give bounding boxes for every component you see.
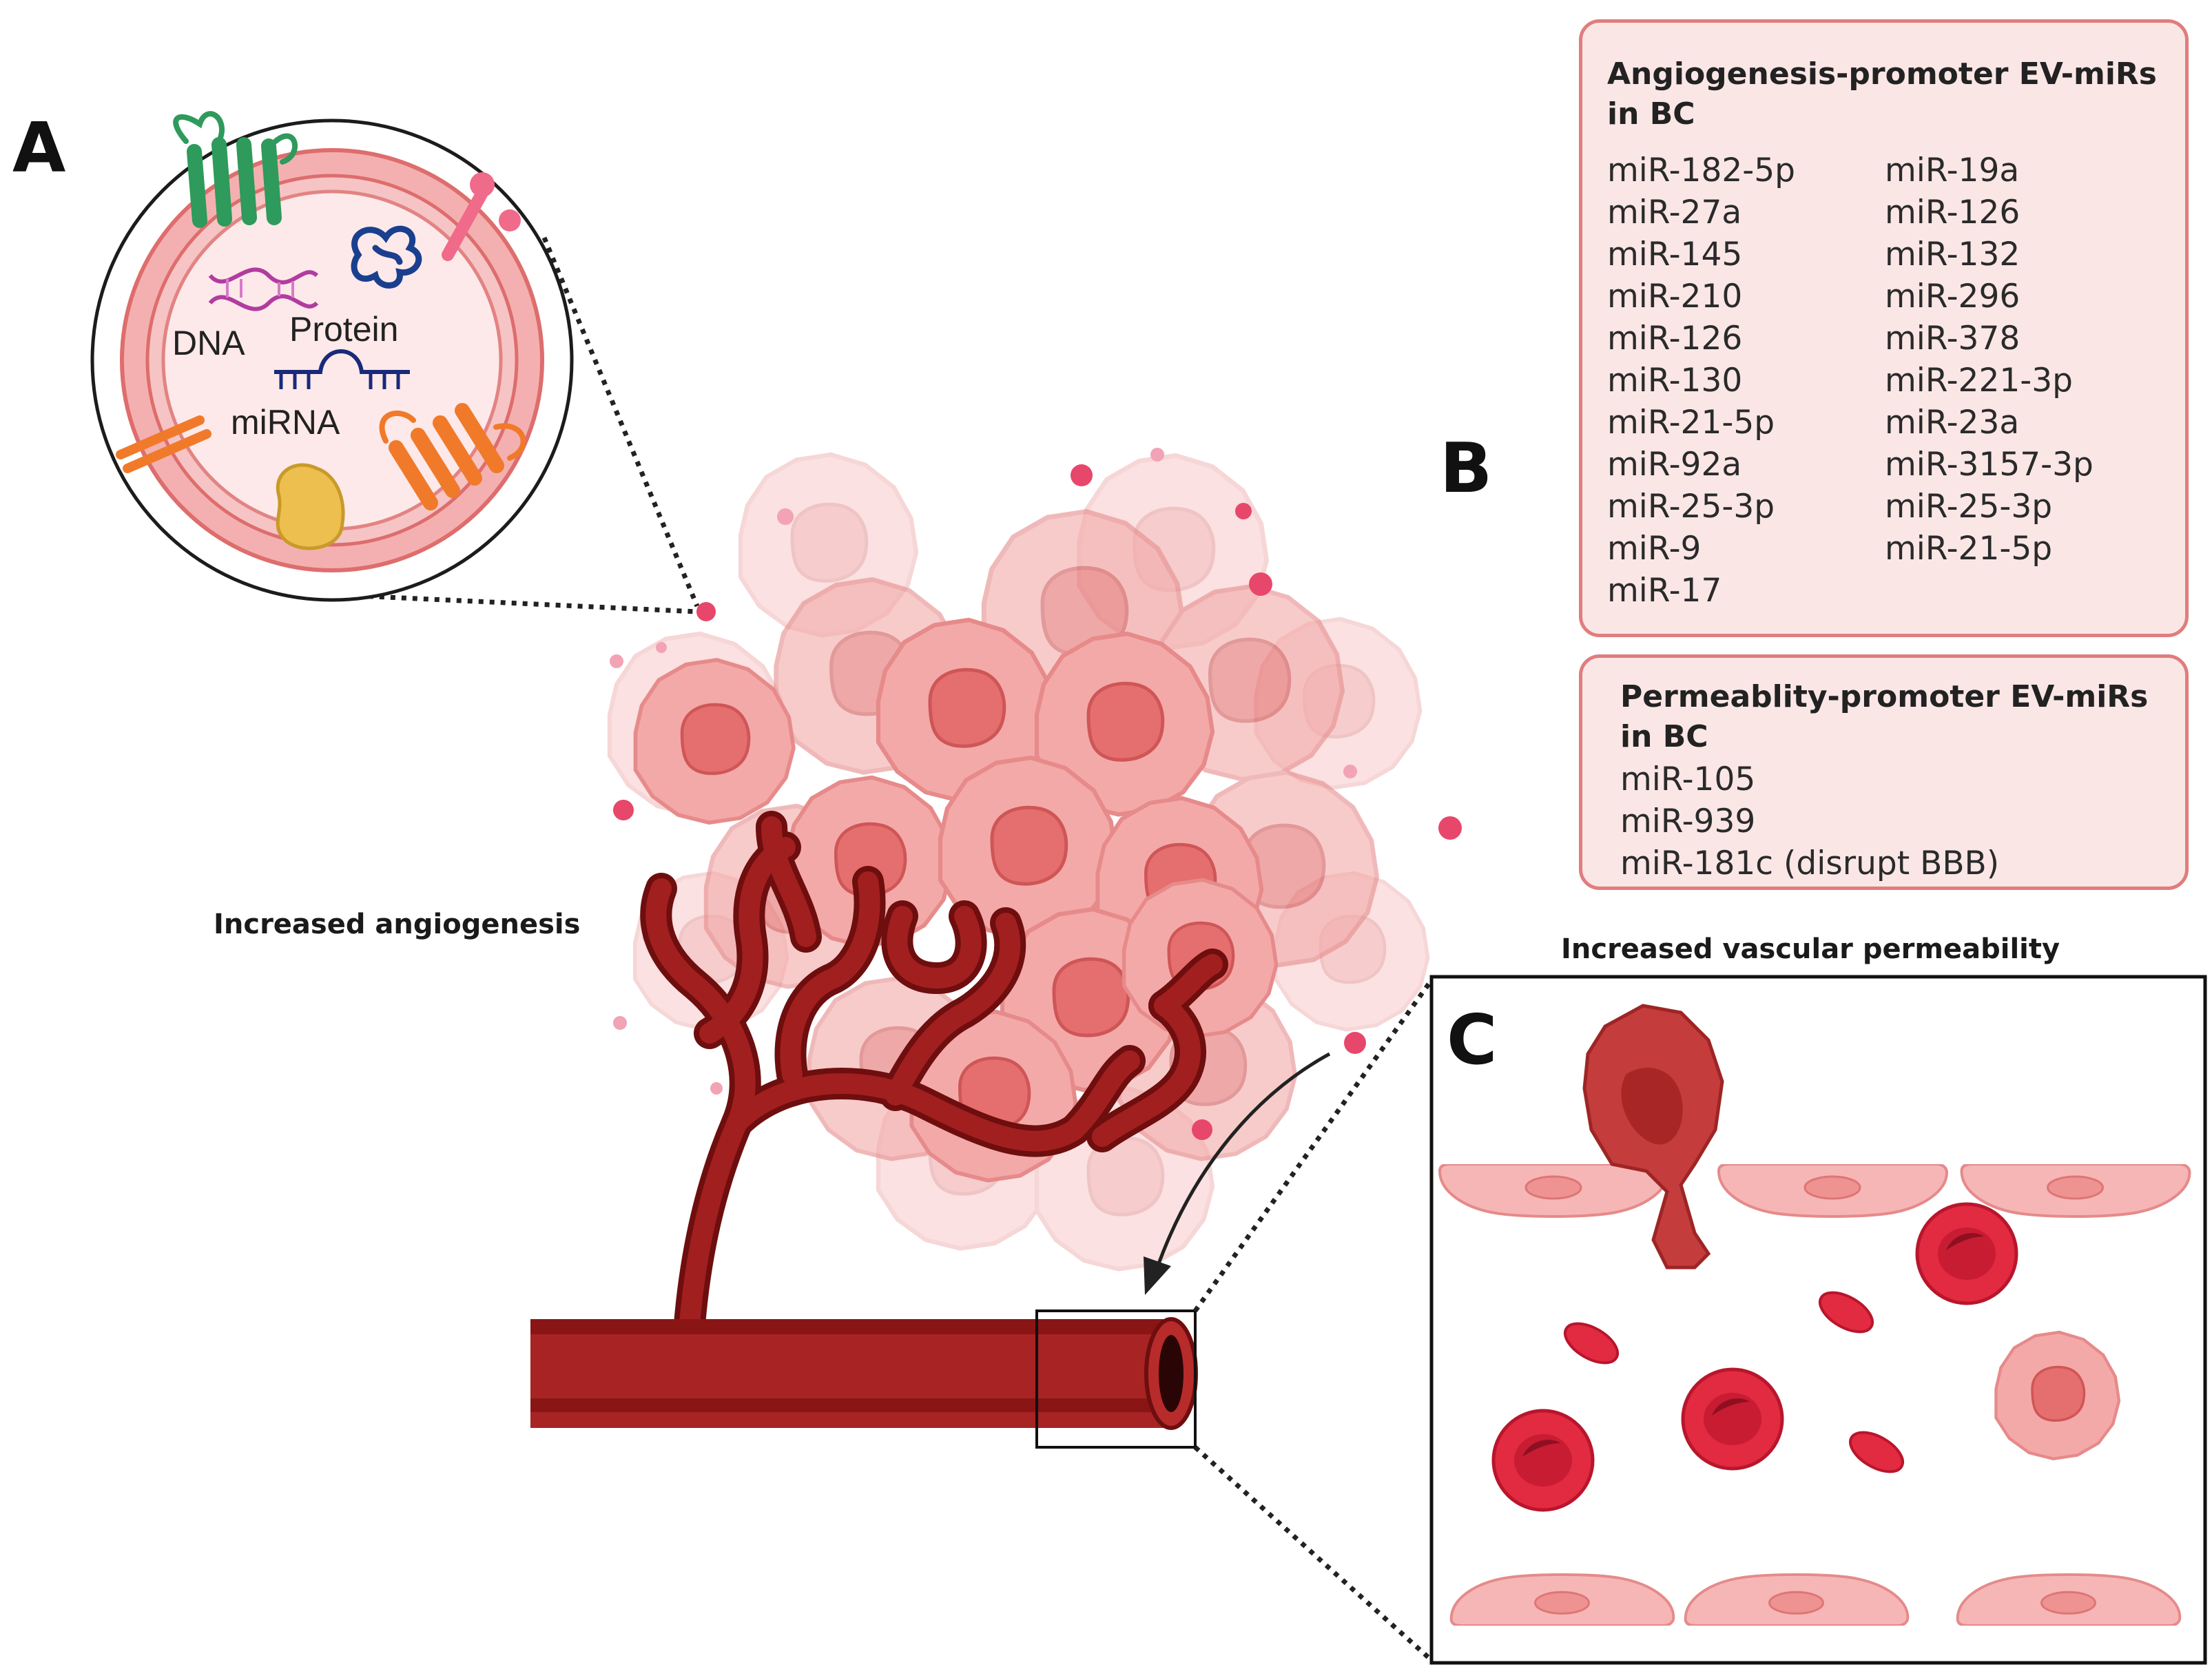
mir-item: miR-23a xyxy=(1885,404,2020,442)
mir-item: miR-92a xyxy=(1607,446,1742,484)
angiogenesis-caption: Increased angiogenesis xyxy=(214,909,581,940)
mir-item: miR-126 xyxy=(1607,320,1743,358)
mirna-icon xyxy=(274,349,410,389)
angiogenesis-mir-box: Angiogenesis-promoter EV-miRs in BC miR-… xyxy=(1579,19,2189,637)
endothelial-cell-icon xyxy=(1684,1573,1910,1626)
mir-item: miR-378 xyxy=(1885,320,2020,358)
red-blood-cell-icon xyxy=(1493,1411,1593,1510)
protein-label: Protein xyxy=(289,310,398,349)
vesicle-zoom-line-top xyxy=(541,236,700,608)
angiogenesis-mir-list: miR-182-5p miR-27a miR-145 miR-210 miR-1… xyxy=(1607,149,2185,612)
main-blood-vessel xyxy=(530,1317,1198,1430)
panel-c-zoom-line-bottom xyxy=(1193,1445,1435,1664)
angiogenesis-mir-column-2: miR-19a miR-126 miR-132 miR-296 miR-378 … xyxy=(1885,149,2094,612)
mir-item: miR-25-3p xyxy=(1885,488,2053,526)
mir-item: miR-145 xyxy=(1607,236,1743,273)
permeability-mir-list: miR-105 miR-939 miR-181c (disrupt BBB) xyxy=(1620,758,2185,884)
mir-item: miR-27a xyxy=(1607,194,1742,231)
mir-item: miR-9 xyxy=(1607,530,1702,568)
mir-item: miR-210 xyxy=(1607,278,1743,315)
endothelial-cell-icon xyxy=(1438,1164,1669,1218)
dna-icon xyxy=(208,267,319,311)
mir-item: miR-939 xyxy=(1620,802,1756,840)
mir-item: miR-3157-3p xyxy=(1885,446,2094,484)
dna-label: DNA xyxy=(172,324,245,362)
protein-icon xyxy=(351,225,422,289)
protein-blob-icon xyxy=(276,463,345,550)
endothelial-cell-icon xyxy=(1449,1573,1675,1626)
membrane-receptor-icon xyxy=(116,111,526,510)
tumor-cell-icon xyxy=(1996,1332,2120,1459)
mir-item: miR-130 xyxy=(1607,362,1743,400)
permeability-caption: Increased vascular permeability xyxy=(1561,933,2060,965)
mir-item: miR-296 xyxy=(1885,278,2020,315)
endothelial-cell-icon xyxy=(1717,1164,1948,1218)
permeability-box-title: Permeablity-promoter EV-miRs in BC xyxy=(1620,679,2149,754)
arrow-icon xyxy=(1144,1052,1331,1295)
mir-item: miR-182-5p xyxy=(1607,152,1795,189)
vascular-permeability-panel xyxy=(1429,975,2207,1665)
panel-label-c: C xyxy=(1447,999,1498,1080)
mir-item: miR-132 xyxy=(1885,236,2020,273)
angiogenesis-box-title: Angiogenesis-promoter EV-miRs in BC xyxy=(1607,56,2157,132)
mir-item: miR-21-5p xyxy=(1607,404,1775,442)
mir-item: miR-21-5p xyxy=(1885,530,2053,568)
migrating-tumor-cell-icon xyxy=(1582,1004,1724,1270)
panel-label-b: B xyxy=(1440,428,1493,508)
mir-item: miR-105 xyxy=(1620,760,1756,798)
mir-item: miR-17 xyxy=(1607,572,1722,610)
endothelial-cell-icon xyxy=(1962,1164,2190,1216)
vesicle-zoom-line-bottom xyxy=(313,591,698,614)
vessel-zoom-box xyxy=(1035,1309,1197,1449)
red-blood-cell-icon xyxy=(1917,1204,2016,1303)
panel-label-a: A xyxy=(12,107,66,188)
blood-vessel-icon xyxy=(640,811,1228,1349)
tumor-cell-icon xyxy=(636,660,794,822)
mirna-label: miRNA xyxy=(231,403,340,442)
mir-item: miR-19a xyxy=(1885,152,2020,189)
red-blood-cell-icon xyxy=(1683,1369,1782,1469)
permeability-mir-box: Permeablity-promoter EV-miRs in BC miR-1… xyxy=(1579,654,2189,890)
red-blood-cell-icon xyxy=(1564,1291,1904,1473)
mir-item: miR-126 xyxy=(1885,194,2020,231)
mir-item: miR-25-3p xyxy=(1607,488,1775,526)
mir-item: miR-221-3p xyxy=(1885,362,2073,400)
angiogenesis-mir-column-1: miR-182-5p miR-27a miR-145 miR-210 miR-1… xyxy=(1607,149,1885,612)
mir-item: miR-181c (disrupt BBB) xyxy=(1620,845,2000,882)
panel-c-zoom-line-top xyxy=(1193,976,1435,1313)
endothelial-cell-icon xyxy=(1956,1573,2182,1626)
